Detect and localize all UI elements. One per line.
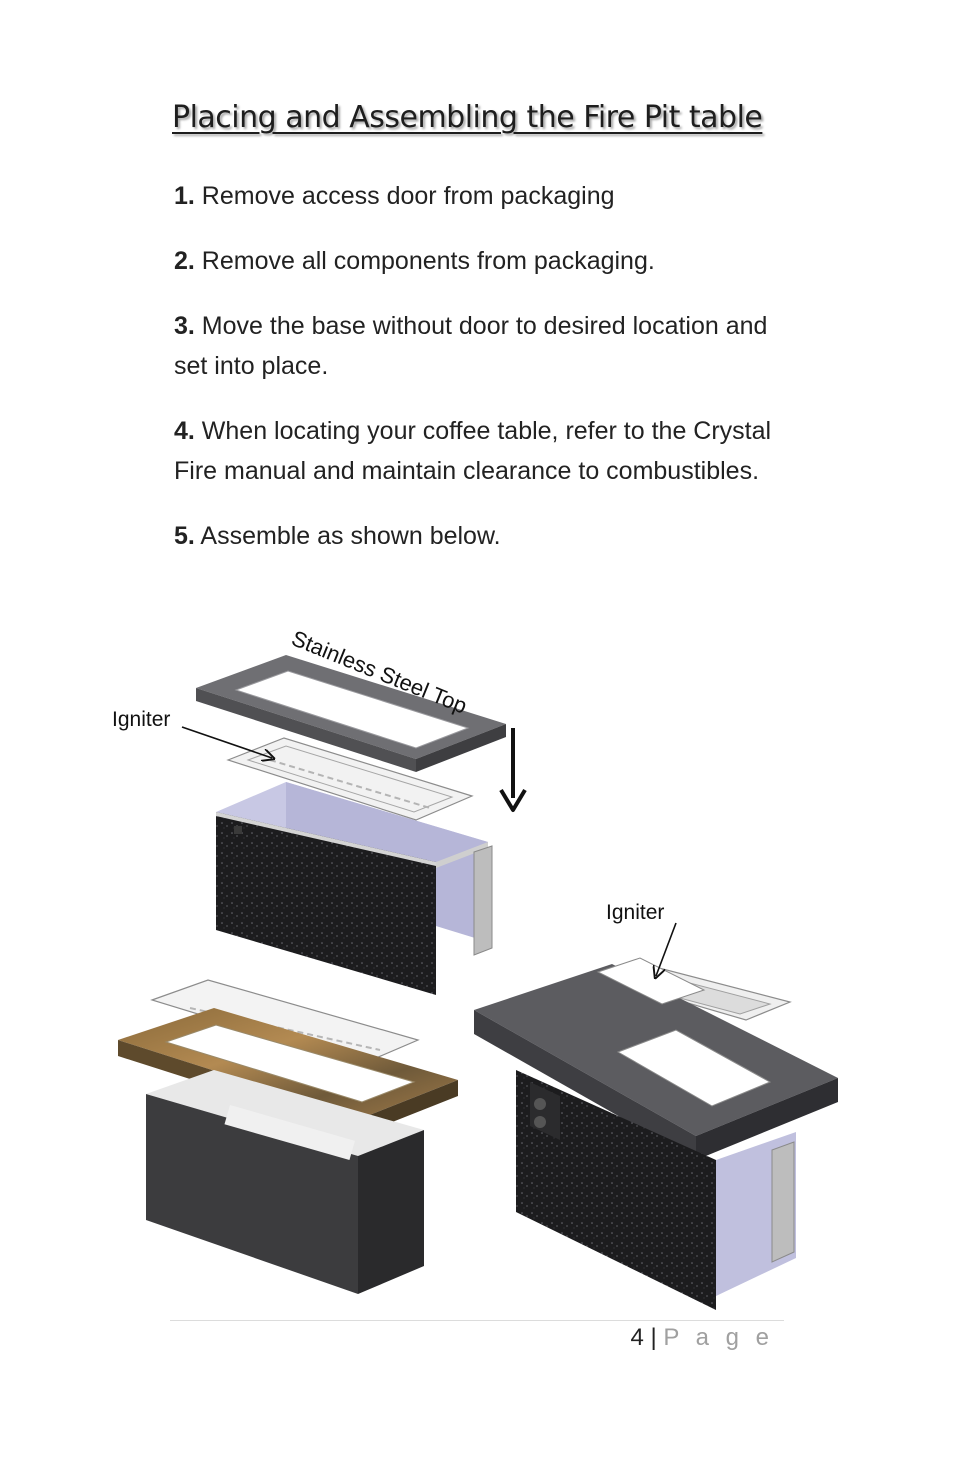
step-text: When locating your coffee table, refer t… [174, 417, 772, 485]
step-1: 1. Remove access door from packaging [174, 176, 784, 216]
step-text: Assemble as shown below. [194, 522, 501, 550]
granite-base [516, 1070, 796, 1310]
step-text: Move the base without door to desired lo… [174, 312, 768, 380]
exploded-assembly [196, 655, 506, 995]
base-with-open-door [216, 782, 493, 995]
assembly-diagram: Stainless Steel Top Igniter [112, 625, 838, 1310]
igniter-pointer-right [656, 922, 677, 976]
step-text: Remove all components from packaging. [194, 247, 655, 275]
granite-top-slab [474, 957, 838, 1160]
igniter-label-right: Igniter [606, 901, 664, 924]
step-number: 5. [174, 522, 195, 550]
igniter-pointer-left [181, 726, 272, 758]
page-title: Placing and Assembling the Fire Pit tabl… [172, 100, 763, 135]
page-footer: 4 | P a g e [630, 1324, 774, 1352]
step-4: 4. When locating your coffee table, refe… [174, 411, 784, 491]
step-text: Remove access door from packaging [194, 182, 615, 210]
black-base [146, 1070, 424, 1294]
page-number: 4 [630, 1324, 644, 1351]
igniter-label-left: Igniter [112, 708, 170, 731]
footer-divider [170, 1320, 784, 1321]
copper-frame-unit [118, 979, 458, 1294]
page-separator: | [650, 1324, 657, 1351]
step-number: 2. [174, 247, 195, 275]
step-3: 3. Move the base without door to desired… [174, 306, 784, 386]
page-word: P a g e [663, 1324, 774, 1351]
step-number: 1. [174, 182, 195, 210]
step-5: 5. Assemble as shown below. [174, 516, 784, 556]
assembled-unit [474, 957, 838, 1310]
step-2: 2. Remove all components from packaging. [174, 241, 784, 281]
stainless-steel-top [196, 655, 506, 772]
step-number: 4. [174, 417, 195, 445]
down-arrow-icon [499, 728, 527, 812]
step-number: 3. [174, 312, 195, 340]
assembly-steps: 1. Remove access door from packaging 2. … [174, 176, 784, 581]
